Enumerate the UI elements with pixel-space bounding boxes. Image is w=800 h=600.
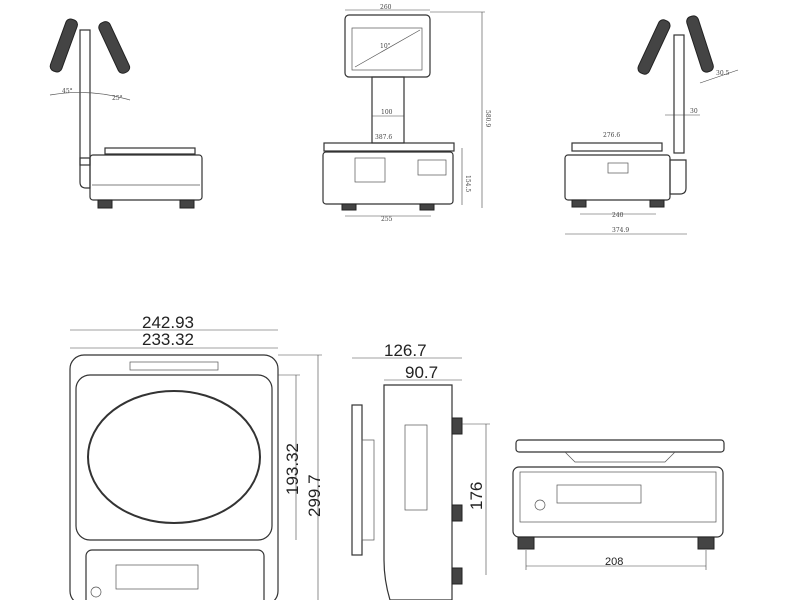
diagonal-label: 10" <box>380 43 391 50</box>
dimension-label: 30.5 <box>716 70 730 77</box>
dimension-label: 299.7 <box>305 474 324 517</box>
display-left <box>49 18 78 73</box>
dimension-label: 374.9 <box>612 227 629 234</box>
dimension-label: 126.7 <box>384 341 427 360</box>
dimension-label: 193.32 <box>283 443 302 495</box>
dimension-label: 580.9 <box>484 110 491 127</box>
angle-label: 25° <box>112 95 123 102</box>
display-right <box>686 15 714 73</box>
side-view-left: 45° 25° <box>49 18 203 209</box>
dimension-label: 387.6 <box>375 134 392 141</box>
dimension-label: 176 <box>467 482 486 510</box>
front-view-bottom: 208 <box>512 439 725 570</box>
dimension-label: 233.32 <box>142 330 194 349</box>
angle-label: 45° <box>62 88 73 95</box>
front-view-top: 10" 260 100 387.6 580.9 154.5 255 <box>322 4 491 223</box>
top-view-bottom: 242.93 233.32 193.32 299.7 <box>69 313 324 600</box>
side-view-bottom: 126.7 90.7 176 <box>351 341 490 600</box>
display-left <box>637 19 671 75</box>
platter <box>515 439 725 453</box>
dimension-label: 260 <box>380 4 392 11</box>
dimension-label: 255 <box>381 216 393 223</box>
dimension-label: 30 <box>690 108 698 115</box>
dimension-label: 90.7 <box>405 363 438 382</box>
dimension-label: 242.93 <box>142 313 194 332</box>
dimension-label: 276.6 <box>603 132 620 139</box>
dimension-label: 208 <box>605 556 623 568</box>
dimension-label: 154.5 <box>464 175 471 192</box>
dimension-label: 100 <box>381 109 393 116</box>
display-right <box>98 21 131 74</box>
side-view-right: 30.5 30 276.6 240 374.9 <box>564 15 739 235</box>
dimension-label: 240 <box>612 212 624 219</box>
